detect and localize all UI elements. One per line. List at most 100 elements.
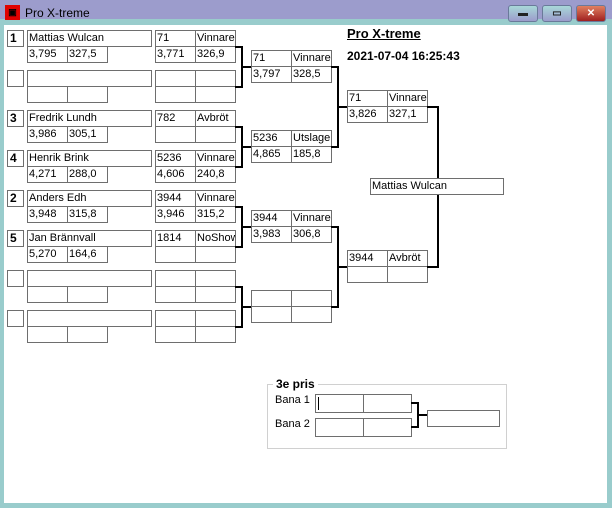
round2-result-status[interactable]: Vinnare: [291, 210, 332, 227]
round1-result-speed[interactable]: 326,9: [195, 46, 236, 63]
minimize-button[interactable]: ▬: [508, 5, 538, 22]
qualifying-reaction-field[interactable]: 4,271: [27, 166, 68, 183]
round2-result-status[interactable]: Vinnare: [291, 50, 332, 67]
round2-result-speed[interactable]: 306,8: [291, 226, 332, 243]
player-name-field[interactable]: Jan Brännvall: [27, 230, 152, 247]
seed-box[interactable]: 2: [7, 190, 24, 207]
round1-result-reaction[interactable]: 3,946: [155, 206, 196, 223]
round1-result-status[interactable]: [195, 270, 236, 287]
round1-result-lane[interactable]: 71: [155, 30, 196, 47]
round3-result-speed[interactable]: 327,1: [387, 106, 428, 123]
round3-result-status[interactable]: Avbröt: [387, 250, 428, 267]
qualifying-speed-field[interactable]: [67, 286, 108, 303]
round1-result-speed[interactable]: [195, 286, 236, 303]
round3-result-reaction[interactable]: [347, 266, 388, 283]
seed-box[interactable]: 5: [7, 230, 24, 247]
qualifying-reaction-field[interactable]: 3,795: [27, 46, 68, 63]
round1-result-speed[interactable]: [195, 86, 236, 103]
round2-result-status[interactable]: [291, 290, 332, 307]
round3-result-status[interactable]: Vinnare: [387, 90, 428, 107]
qualifying-speed-field[interactable]: [67, 86, 108, 103]
player-name-field[interactable]: [27, 310, 152, 327]
player-name-field[interactable]: Mattias Wulcan: [27, 30, 152, 47]
close-icon: ✕: [586, 8, 596, 19]
round1-result-lane[interactable]: [155, 70, 196, 87]
round1-result-reaction[interactable]: [155, 126, 196, 143]
round2-result-status[interactable]: Utslagen: [291, 130, 332, 147]
maximize-button[interactable]: ▭: [542, 5, 572, 22]
qualifying-speed-field[interactable]: 327,5: [67, 46, 108, 63]
qualifying-speed-field[interactable]: 288,0: [67, 166, 108, 183]
qualifying-reaction-field[interactable]: 3,948: [27, 206, 68, 223]
seed-box[interactable]: 4: [7, 150, 24, 167]
round2-result-lane[interactable]: [251, 290, 292, 307]
player-name-field[interactable]: Fredrik Lundh: [27, 110, 152, 127]
final-winner-field[interactable]: Mattias Wulcan: [370, 178, 504, 195]
app-icon[interactable]: ▣: [5, 5, 20, 20]
seed-box[interactable]: 1: [7, 30, 24, 47]
qualifying-speed-field[interactable]: 305,1: [67, 126, 108, 143]
round1-result-speed[interactable]: [195, 246, 236, 263]
round2-result-reaction[interactable]: 4,865: [251, 146, 292, 163]
qualifying-reaction-field[interactable]: 3,986: [27, 126, 68, 143]
round2-result-speed[interactable]: [291, 306, 332, 323]
title-bar-stripe: [0, 19, 612, 25]
round1-result-status[interactable]: Vinnare: [195, 150, 236, 167]
round1-result-reaction[interactable]: [155, 86, 196, 103]
player-name-field[interactable]: Anders Edh: [27, 190, 152, 207]
seed-box[interactable]: [7, 310, 24, 327]
close-button[interactable]: ✕: [576, 5, 606, 22]
bracket-connector: [411, 426, 419, 428]
qualifying-reaction-field[interactable]: [27, 86, 68, 103]
seed-box[interactable]: 3: [7, 110, 24, 127]
qualifying-reaction-field[interactable]: [27, 326, 68, 343]
seed-box[interactable]: [7, 270, 24, 287]
round1-result-speed[interactable]: [195, 126, 236, 143]
round3-result-lane[interactable]: 71: [347, 90, 388, 107]
round1-result-reaction[interactable]: 3,771: [155, 46, 196, 63]
round1-result-speed[interactable]: [195, 326, 236, 343]
round2-result-reaction[interactable]: [251, 306, 292, 323]
round1-result-reaction[interactable]: 4,606: [155, 166, 196, 183]
player-name-field[interactable]: [27, 270, 152, 287]
round2-result-reaction[interactable]: 3,983: [251, 226, 292, 243]
round1-result-status[interactable]: Vinnare: [195, 190, 236, 207]
round2-result-reaction[interactable]: 3,797: [251, 66, 292, 83]
round1-result-speed[interactable]: 315,2: [195, 206, 236, 223]
round3-result-reaction[interactable]: 3,826: [347, 106, 388, 123]
third-place-winner-field[interactable]: [427, 410, 500, 427]
round2-result-speed[interactable]: 185,8: [291, 146, 332, 163]
round1-result-status[interactable]: Avbröt: [195, 110, 236, 127]
round1-result-status[interactable]: Vinnare: [195, 30, 236, 47]
qualifying-speed-field[interactable]: 315,8: [67, 206, 108, 223]
round2-result-speed[interactable]: 328,5: [291, 66, 332, 83]
round1-result-lane[interactable]: 782: [155, 110, 196, 127]
qualifying-reaction-field[interactable]: 5,270: [27, 246, 68, 263]
round1-result-reaction[interactable]: [155, 246, 196, 263]
title-bar: [0, 0, 612, 19]
round1-result-status[interactable]: NoShow: [195, 230, 236, 247]
round2-result-lane[interactable]: 5236: [251, 130, 292, 147]
round2-result-lane[interactable]: 71: [251, 50, 292, 67]
qualifying-speed-field[interactable]: [67, 326, 108, 343]
round1-result-reaction[interactable]: [155, 326, 196, 343]
round3-result-lane[interactable]: 3944: [347, 250, 388, 267]
player-name-field[interactable]: [27, 70, 152, 87]
bracket-connector: [427, 106, 439, 108]
round1-result-lane[interactable]: 1814: [155, 230, 196, 247]
qualifying-speed-field[interactable]: 164,6: [67, 246, 108, 263]
player-name-field[interactable]: Henrik Brink: [27, 150, 152, 167]
round1-result-lane[interactable]: [155, 310, 196, 327]
round1-result-status[interactable]: [195, 310, 236, 327]
round1-result-reaction[interactable]: [155, 286, 196, 303]
round1-result-lane[interactable]: 3944: [155, 190, 196, 207]
seed-box[interactable]: [7, 70, 24, 87]
round3-result-speed[interactable]: [387, 266, 428, 283]
round1-result-lane[interactable]: 5236: [155, 150, 196, 167]
round1-result-status[interactable]: [195, 70, 236, 87]
qualifying-reaction-field[interactable]: [27, 286, 68, 303]
minimize-icon: ▬: [518, 8, 528, 19]
round1-result-lane[interactable]: [155, 270, 196, 287]
round2-result-lane[interactable]: 3944: [251, 210, 292, 227]
round1-result-speed[interactable]: 240,8: [195, 166, 236, 183]
